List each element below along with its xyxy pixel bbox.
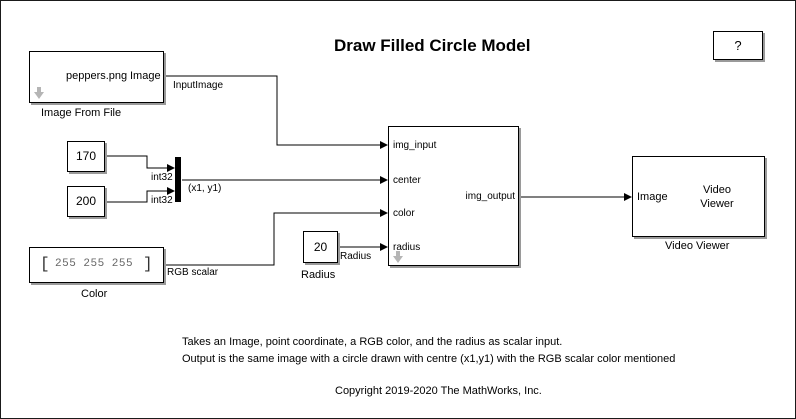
port-center: center [393, 175, 421, 186]
help-button[interactable]: ? [713, 31, 763, 60]
model-title: Draw Filled Circle Model [334, 36, 531, 55]
video-viewer-input-port: Image [637, 191, 668, 203]
wire-color[interactable] [164, 209, 388, 266]
note-line-1: Takes an Image, point coordinate, a RGB … [182, 336, 563, 348]
port-radius: radius [393, 242, 421, 253]
radius-constant-block[interactable]: 20 [303, 231, 338, 263]
color-value: 255 255 255 [55, 258, 134, 270]
draw-circle-subsystem-block[interactable]: img_input center color radius img_output [388, 126, 519, 266]
image-output-port-label: Image [130, 70, 161, 82]
video-viewer-content-line2: Viewer [700, 198, 734, 210]
constant-170-block[interactable]: 170 [67, 141, 105, 172]
constant-200-block[interactable]: 200 [67, 186, 105, 217]
image-file-name: peppers.png [66, 70, 128, 82]
signal-label-int32-b: int32 [151, 195, 173, 206]
wire-input-image[interactable] [164, 75, 388, 149]
port-img-output: img_output [465, 191, 515, 202]
port-img-input: img_input [393, 140, 437, 151]
mux-block[interactable] [175, 157, 181, 202]
video-viewer-content-line1: Video [703, 184, 731, 196]
port-color: color [393, 208, 415, 219]
wire-200[interactable] [105, 187, 175, 203]
image-from-file-block[interactable]: peppers.png Image [29, 51, 164, 103]
note-line-2: Output is the same image with a circle d… [182, 353, 676, 365]
video-viewer-block[interactable]: Image Video Viewer [632, 156, 765, 237]
radius-block-label: Radius [301, 269, 336, 281]
signal-label-input-image: InputImage [173, 80, 224, 91]
color-bracket-left: [ [40, 255, 50, 273]
color-constant-block[interactable]: [ 255 255 255 ] [29, 247, 164, 283]
subsystem-arrow-icon [393, 251, 403, 263]
signal-label-radius: Radius [340, 251, 372, 262]
copyright-note: Copyright 2019-2020 The MathWorks, Inc. [335, 385, 542, 397]
signal-label-rgb-scalar: RGB scalar [167, 267, 219, 278]
signal-label-int32-a: int32 [151, 172, 173, 183]
image-from-file-label: Image From File [41, 107, 122, 119]
signal-label-center: (x1, y1) [188, 183, 222, 194]
wire-170[interactable] [105, 155, 175, 172]
color-block-label: Color [81, 288, 108, 300]
color-bracket-right: ] [143, 255, 153, 273]
video-viewer-label: Video Viewer [665, 240, 730, 252]
download-arrow-icon [34, 87, 44, 99]
